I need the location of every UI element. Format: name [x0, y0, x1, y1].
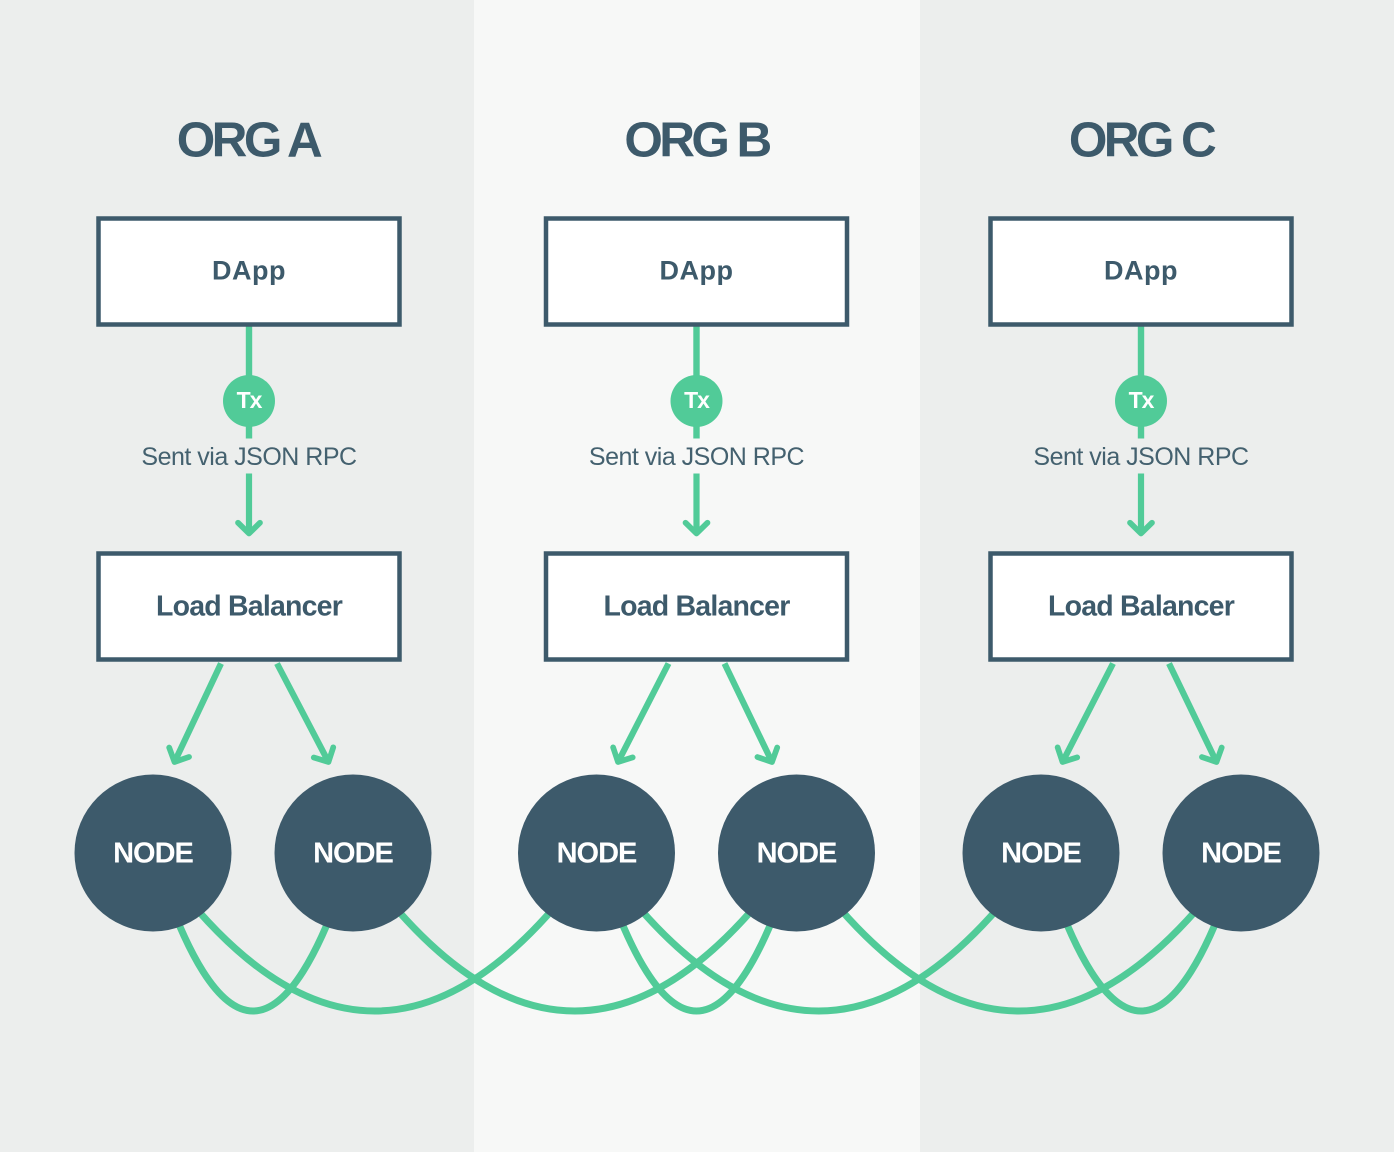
- svg-text:Tx: Tx: [684, 387, 710, 413]
- svg-text:Tx: Tx: [237, 387, 263, 413]
- svg-text:ORG A: ORG A: [177, 113, 322, 168]
- svg-text:NODE: NODE: [757, 838, 837, 870]
- svg-text:Sent via JSON RPC: Sent via JSON RPC: [589, 443, 805, 471]
- svg-text:NODE: NODE: [113, 838, 193, 870]
- svg-text:Tx: Tx: [1129, 387, 1155, 413]
- svg-text:DApp: DApp: [660, 256, 734, 286]
- svg-text:NODE: NODE: [1001, 838, 1081, 870]
- svg-text:Load Balancer: Load Balancer: [604, 591, 791, 623]
- svg-text:DApp: DApp: [212, 256, 286, 286]
- svg-text:Sent via JSON RPC: Sent via JSON RPC: [1033, 443, 1249, 471]
- svg-text:Sent via JSON RPC: Sent via JSON RPC: [141, 443, 357, 471]
- svg-text:DApp: DApp: [1104, 256, 1178, 286]
- svg-text:ORG C: ORG C: [1069, 113, 1216, 168]
- svg-text:NODE: NODE: [1201, 838, 1281, 870]
- svg-text:ORG B: ORG B: [624, 113, 770, 168]
- svg-text:NODE: NODE: [557, 838, 637, 870]
- svg-text:Load Balancer: Load Balancer: [1048, 591, 1235, 623]
- svg-text:NODE: NODE: [313, 838, 393, 870]
- svg-text:Load Balancer: Load Balancer: [156, 591, 343, 623]
